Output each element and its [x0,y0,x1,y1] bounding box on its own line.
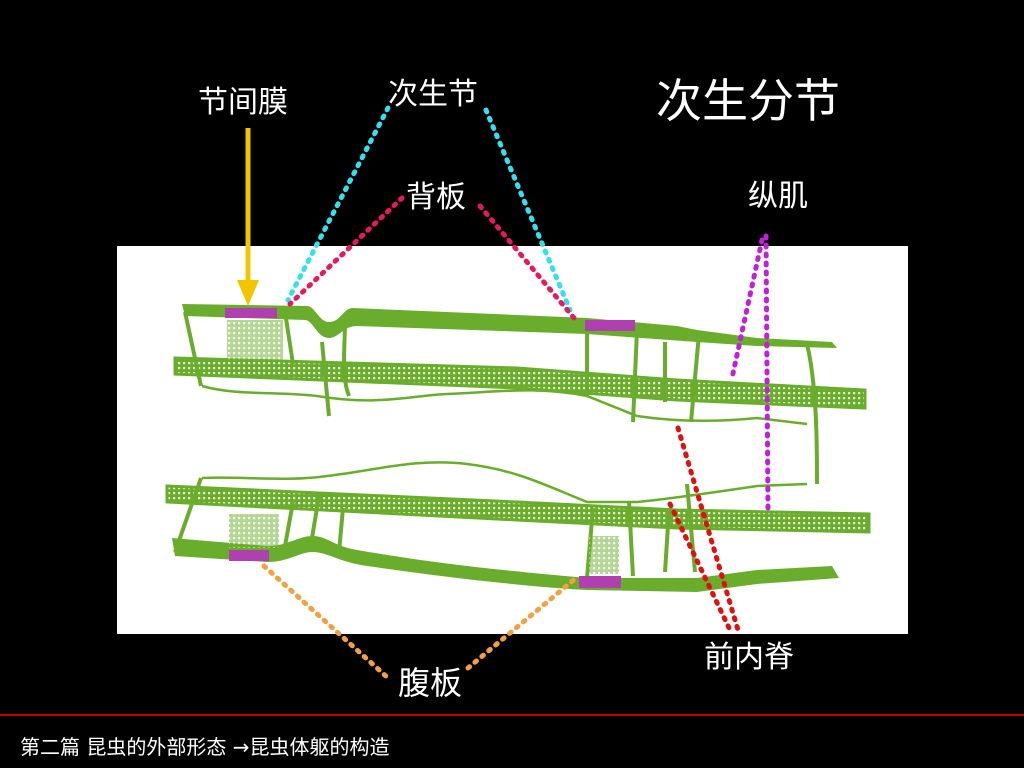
diagram-panel [117,246,908,634]
footer-caption: 第二篇 昆虫的外部形态 →昆虫体躯的构造 [20,735,390,759]
lower-longitudinal-muscle [165,484,871,534]
ventral-inner-outline [201,461,808,504]
label-antecosta: 前内脊 [704,640,794,675]
intersegmental-membranes [225,308,635,588]
antecosta-leader [667,425,741,633]
label-intersegmental-membrane: 节间膜 [198,85,288,120]
membrane-mesh-lower [229,514,279,548]
sternum-leader [261,563,579,681]
membrane-mesh-upper [227,320,283,370]
label-sternum: 腹板 [398,664,463,702]
label-secondary-segment: 次生节 [388,77,478,112]
slide-title: 次生分节 [656,74,840,128]
segmentation-diagram [165,304,871,592]
antecosta-mesh [589,536,619,574]
secondary-segment-leader [285,105,573,313]
tergum-leader [287,195,577,321]
segment-walls [173,311,819,579]
dorsal-inner-outline [201,384,808,426]
label-tergum: 背板 [406,180,466,215]
label-longitudinal-muscle: 纵肌 [748,179,808,214]
dorsal-cuticle [182,304,837,348]
longitudinal-muscle-leader [729,233,771,513]
footer-rule [0,714,1024,716]
membrane-arrow-icon [237,128,259,306]
